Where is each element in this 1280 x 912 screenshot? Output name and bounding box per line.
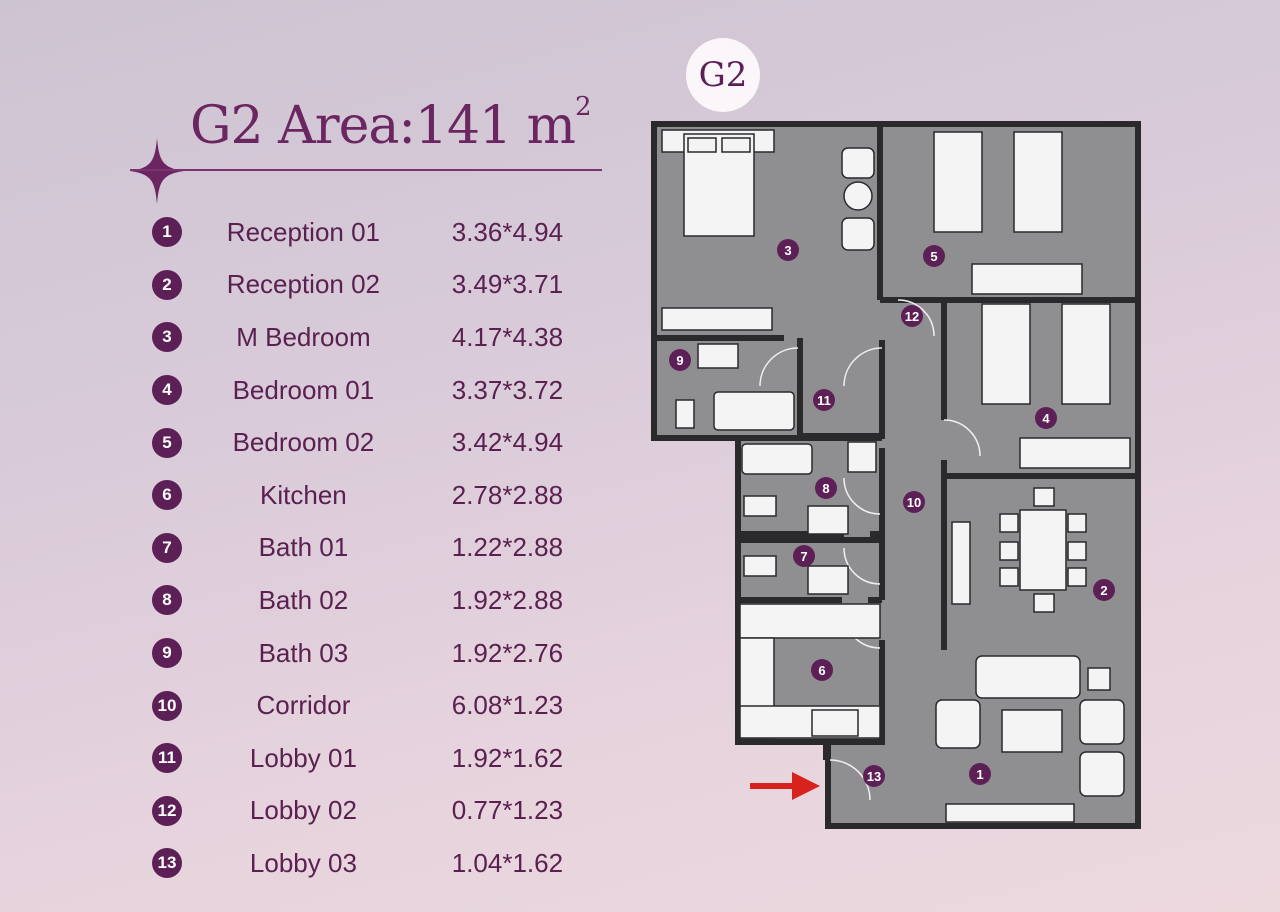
room-dimensions: 1.04*1.62	[451, 847, 564, 878]
room-row: 13 Lobby 03 1.04*1.62	[152, 837, 592, 890]
room-marker: 10	[907, 495, 921, 510]
room-dimensions: 1.92*2.76	[451, 637, 564, 668]
room-dimensions: 4.17*4.38	[451, 321, 564, 352]
beds-bedroom-01	[981, 303, 1131, 469]
room-row: 11 Lobby 01 1.92*1.62	[152, 732, 592, 785]
kitchen-fixtures	[739, 603, 881, 739]
room-dimensions: 2.78*2.88	[451, 479, 564, 510]
room-name: Corridor	[256, 690, 351, 721]
room-marker: 12	[905, 309, 919, 324]
room-number-badge: 12	[152, 795, 182, 826]
room-name: Kitchen	[260, 479, 347, 510]
room-name: Lobby 03	[249, 847, 357, 878]
room-row: 2 Reception 02 3.49*3.71	[152, 259, 592, 312]
room-row: 6 Kitchen 2.78*2.88	[152, 469, 592, 522]
room-number-badge: 6	[152, 480, 182, 511]
room-row: 5 Bedroom 02 3.42*4.94	[152, 416, 592, 469]
unit-name: G2	[190, 96, 264, 156]
room-name: Lobby 02	[249, 795, 357, 826]
room-name: Bath 03	[258, 637, 349, 668]
room-number-badge: 10	[152, 690, 182, 721]
bed-master	[661, 129, 775, 331]
area-unit-superscript: 2	[574, 92, 592, 122]
room-row: 4 Bedroom 01 3.37*3.72	[152, 364, 592, 417]
room-marker: 5	[930, 249, 937, 264]
room-schedule: 1 Reception 01 3.36*4.94 2 Reception 02 3.49…	[152, 206, 592, 890]
area-heading: G2 Area:141 m2	[190, 92, 591, 156]
room-marker: 9	[676, 353, 683, 368]
room-number-badge: 4	[152, 375, 182, 406]
beds-bedroom-02	[933, 131, 1083, 295]
room-dimensions: 1.22*2.88	[451, 532, 564, 563]
room-number-badge: 13	[152, 848, 182, 879]
sparkle-icon	[130, 138, 184, 204]
room-row: 8 Bath 02 1.92*2.88	[152, 574, 592, 627]
area-value: 141 m	[414, 96, 576, 156]
room-marker: 3	[784, 243, 791, 258]
room-marker: 11	[817, 393, 831, 408]
room-name: Bath 01	[258, 532, 349, 563]
room-name: Bedroom 02	[232, 427, 375, 458]
room-row: 10 Corridor 6.08*1.23	[152, 679, 592, 732]
room-marker: 8	[822, 481, 829, 496]
room-name: Reception 02	[226, 269, 381, 300]
room-dimensions: 6.08*1.23	[451, 690, 564, 721]
room-row: 7 Bath 01 1.22*2.88	[152, 522, 592, 575]
room-dimensions: 3.49*3.71	[451, 269, 564, 300]
living-set	[935, 655, 1125, 823]
room-dimensions: 3.37*3.72	[451, 374, 564, 405]
room-marker: 1	[976, 767, 983, 782]
unit-badge: G2	[686, 38, 760, 112]
entrance-arrow-icon	[750, 772, 820, 800]
room-name: Bath 02	[258, 584, 349, 615]
room-markers: 1 2 3 4 5 6 7 8 9 10 11 12 13	[669, 239, 1115, 787]
room-dimensions: 1.92*2.88	[451, 584, 564, 615]
room-name: Bedroom 01	[232, 374, 375, 405]
dining-set	[951, 487, 1087, 613]
room-dimensions: 3.42*4.94	[451, 427, 564, 458]
room-row: 12 Lobby 02 0.77*1.23	[152, 785, 592, 838]
room-name: Lobby 01	[249, 742, 357, 773]
room-number-badge: 11	[152, 743, 182, 774]
room-name: M Bedroom	[236, 321, 371, 352]
room-number-badge: 1	[152, 217, 182, 248]
room-number-badge: 3	[152, 322, 182, 353]
room-dimensions: 1.92*1.62	[451, 742, 564, 773]
room-number-badge: 2	[152, 269, 182, 300]
heading-divider	[130, 169, 602, 171]
room-row: 3 M Bedroom 4.17*4.38	[152, 311, 592, 364]
room-row: 9 Bath 03 1.92*2.76	[152, 627, 592, 680]
room-number-badge: 7	[152, 532, 182, 563]
room-marker: 2	[1100, 583, 1107, 598]
floor-plan: 1 2 3 4 5 6 7 8 9 10 11 12 13	[651, 121, 1141, 829]
bath-fixtures	[675, 147, 877, 595]
room-row: 1 Reception 01 3.36*4.94	[152, 206, 592, 259]
room-number-badge: 8	[152, 585, 182, 616]
room-marker: 7	[800, 549, 807, 564]
room-marker: 4	[1042, 411, 1050, 426]
room-number-badge: 5	[152, 427, 182, 458]
room-dimensions: 0.77*1.23	[451, 795, 564, 826]
room-name: Reception 01	[226, 216, 381, 247]
area-label: Area:	[278, 96, 416, 156]
room-dimensions: 3.36*4.94	[451, 216, 564, 247]
room-marker: 13	[867, 769, 881, 784]
room-number-badge: 9	[152, 638, 182, 669]
room-marker: 6	[818, 663, 825, 678]
